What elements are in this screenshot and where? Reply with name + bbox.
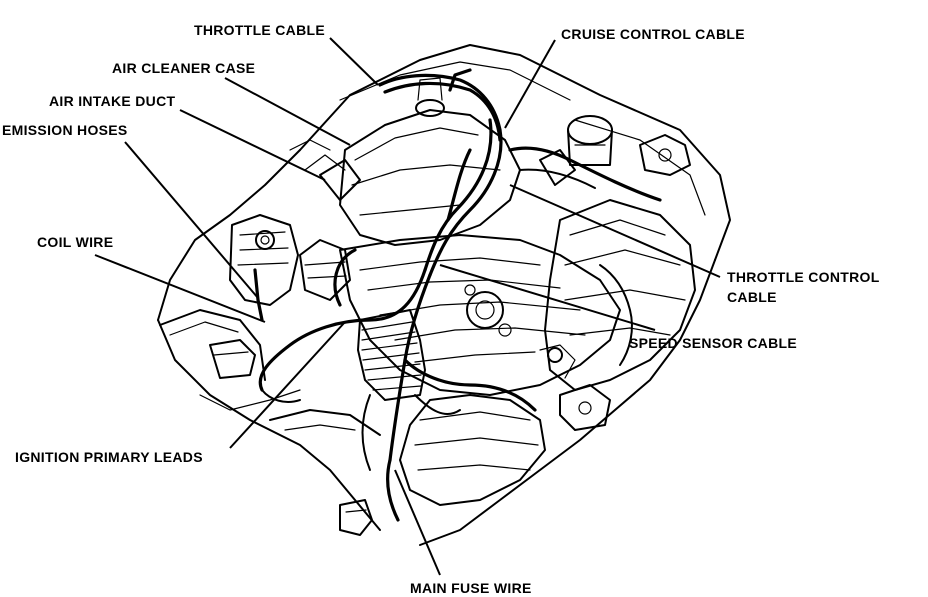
leader-throttle-cable [329, 37, 379, 86]
label-air-intake-duct: AIR INTAKE DUCT [49, 93, 176, 109]
air-cleaner-case [339, 77, 521, 246]
leader-lines [94, 37, 721, 576]
front-panel [159, 309, 381, 436]
air-intake-duct [289, 139, 361, 301]
leader-ignition-primary-leads [229, 321, 346, 449]
leader-speed-sensor-cable [439, 264, 656, 331]
wiring-harness [258, 68, 662, 522]
leader-emission-hoses [124, 141, 259, 299]
coil-assembly [209, 214, 299, 379]
leader-air-cleaner-case [224, 77, 351, 146]
leader-main-fuse-wire [394, 469, 441, 576]
transmission [539, 199, 696, 431]
label-emission-hoses: EMISSION HOSES [2, 122, 128, 138]
lower-engine [339, 394, 546, 536]
engine-compartment-outline [157, 44, 731, 546]
label-coil-wire: COIL WIRE [37, 234, 114, 250]
leader-air-intake-duct [179, 109, 326, 181]
label-ignition-primary-leads: IGNITION PRIMARY LEADS [15, 449, 203, 465]
label-throttle-control-cable-line1: THROTTLE CONTROL [727, 269, 880, 285]
label-air-cleaner-case: AIR CLEANER CASE [112, 60, 256, 76]
engine-block [339, 234, 621, 396]
leader-cruise-control-cable [504, 39, 556, 129]
label-throttle-control-cable-line2: CABLE [727, 289, 777, 305]
label-main-fuse-wire: MAIN FUSE WIRE [410, 580, 532, 596]
leader-throttle-control-cable [509, 184, 721, 278]
leader-coil-wire [94, 254, 266, 323]
label-cruise-control-cable: CRUISE CONTROL CABLE [561, 26, 745, 42]
label-speed-sensor-cable: SPEED SENSOR CABLE [629, 335, 797, 351]
label-throttle-cable: THROTTLE CABLE [194, 22, 325, 38]
